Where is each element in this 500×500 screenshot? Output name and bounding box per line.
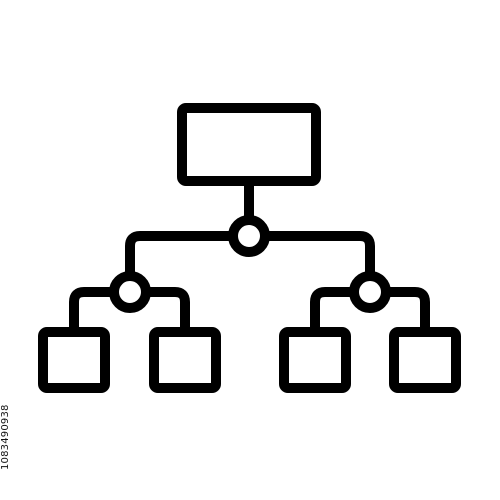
left-branch-connector xyxy=(69,287,119,337)
top-branch-connector xyxy=(125,231,236,281)
root-node xyxy=(177,103,321,186)
left-junction xyxy=(109,271,151,313)
right-branch-connector-right xyxy=(381,287,430,337)
leaf-node-1 xyxy=(38,327,110,393)
leaf-node-4 xyxy=(389,327,461,393)
top-junction xyxy=(228,215,270,257)
right-branch-connector xyxy=(310,287,359,337)
stock-id-label: 1083490938 xyxy=(0,404,11,470)
left-branch-connector-right xyxy=(141,287,190,337)
leaf-node-3 xyxy=(279,327,351,393)
top-branch-connector-right xyxy=(262,231,375,281)
right-junction xyxy=(349,271,391,313)
leaf-node-2 xyxy=(149,327,221,393)
